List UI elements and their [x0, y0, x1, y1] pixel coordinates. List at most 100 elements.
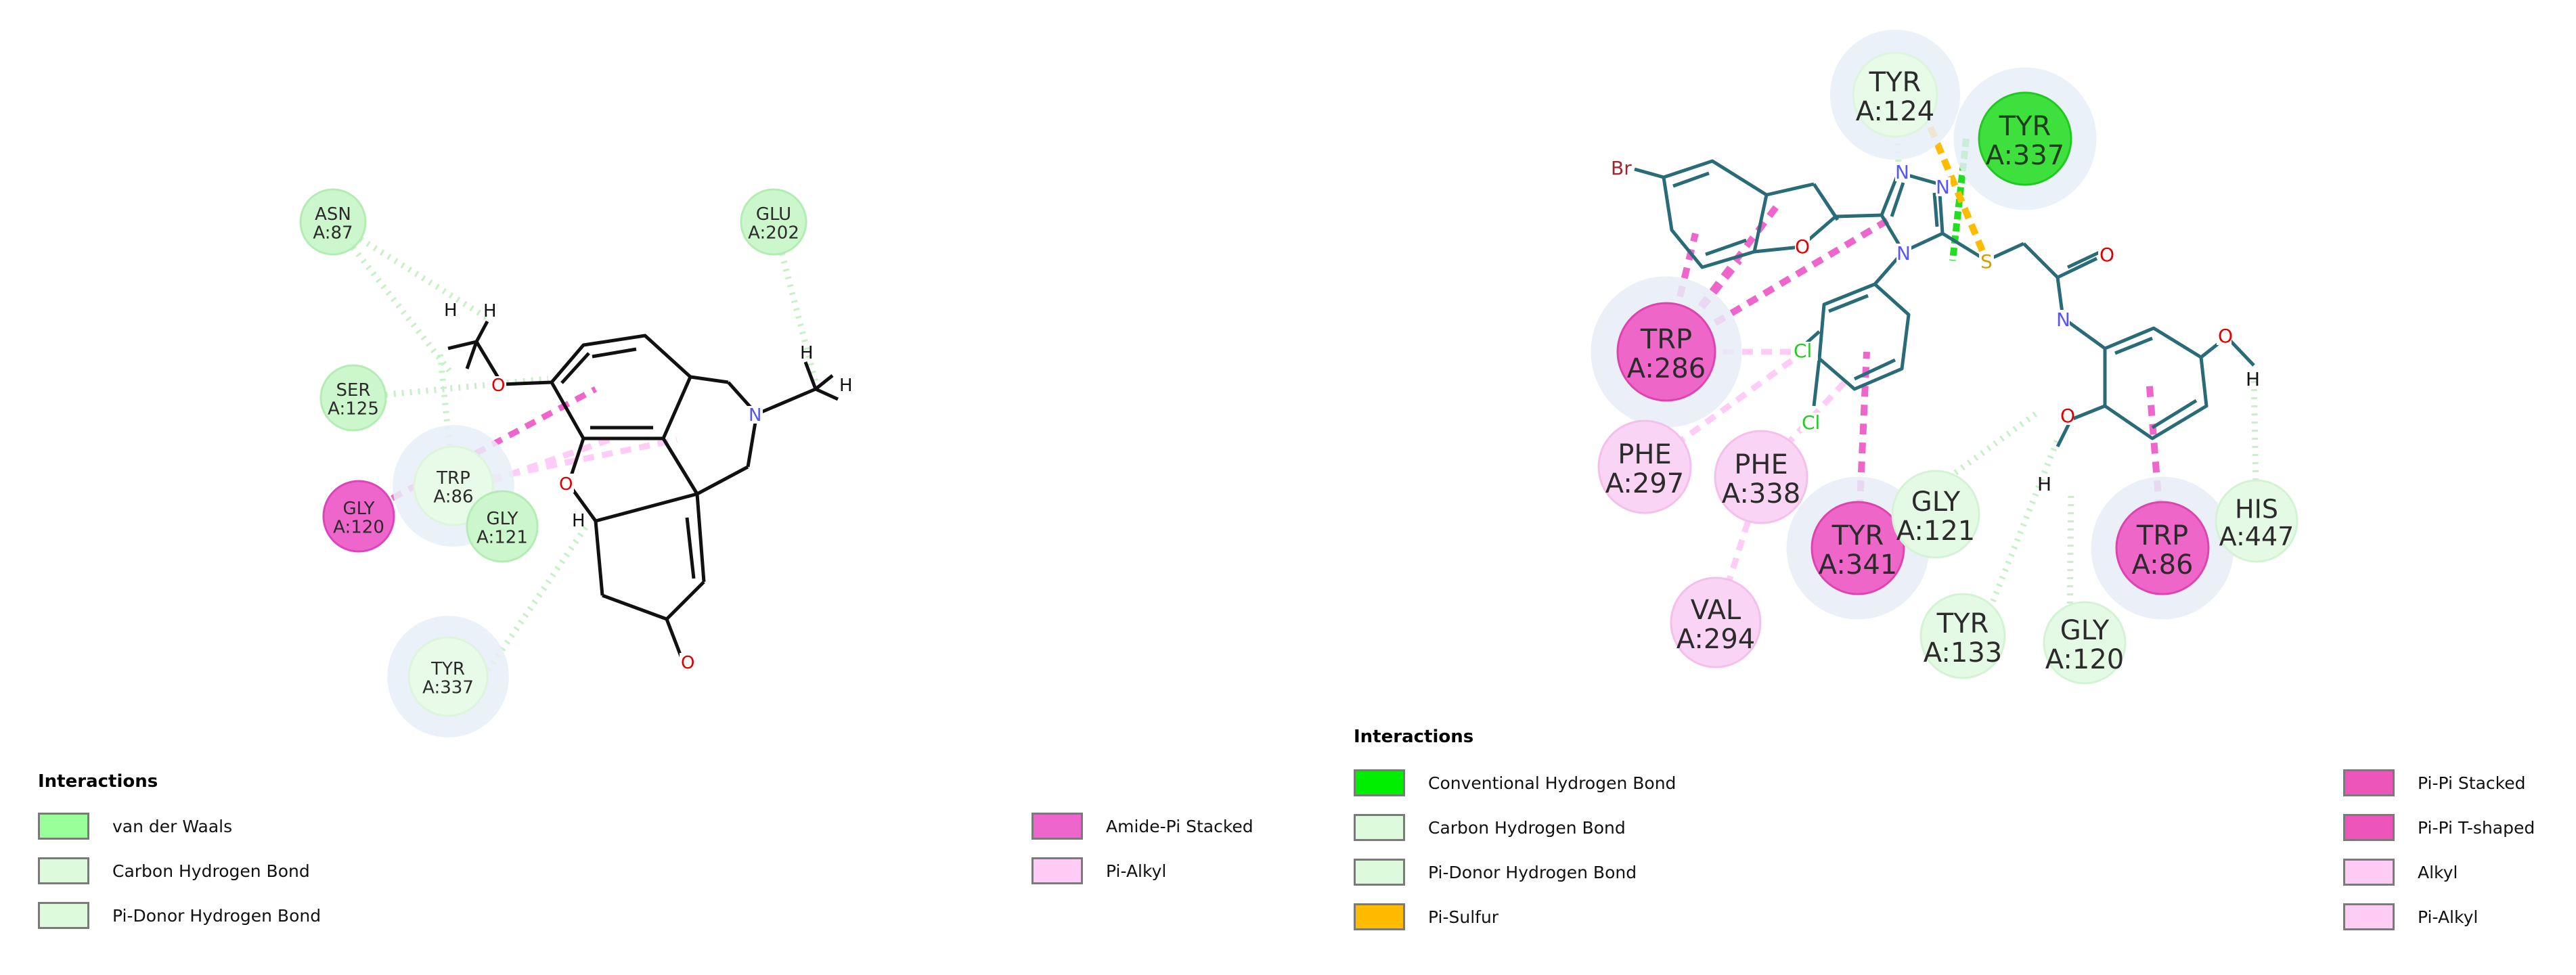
residue-name: TYR [1869, 67, 1922, 98]
residue-name: GLY [342, 499, 374, 519]
residue-disc [1616, 302, 1716, 402]
residue-number: A:337 [1986, 140, 2064, 171]
residue-disc [1597, 420, 1692, 514]
legend-swatch [38, 902, 89, 929]
legend-label: Pi-Alkyl [1106, 861, 1167, 881]
chlorine-atom-label: Cl [1802, 411, 1820, 434]
bromine-atom-label: Br [1611, 157, 1632, 179]
residue-disc [1852, 51, 1938, 138]
residue-number: A:125 [328, 399, 379, 420]
hydrogen-atom-label: H [839, 376, 853, 396]
right-atom-labels: Br O N N N S O N O O Cl Cl H H [1611, 157, 2260, 495]
residue-number: A:120 [333, 518, 384, 538]
residue-disc [466, 490, 539, 563]
legend-swatch [2343, 859, 2395, 886]
residue-name: TYR [1999, 111, 2051, 142]
residue-number: A:447 [2219, 522, 2294, 551]
left-legend-title: Interactions [38, 771, 158, 792]
residue-number: A:294 [1676, 624, 1755, 655]
residue-number: A:124 [1856, 96, 1934, 127]
oxygen-atom-label: O [2100, 244, 2114, 266]
legend-item: Pi-Alkyl [2343, 901, 2478, 932]
residue-number: A:338 [1722, 478, 1800, 509]
residue-name: SER [336, 380, 371, 401]
sulfur-atom-label: S [1980, 250, 1993, 273]
legend-label: Pi-Sulfur [1428, 907, 1499, 927]
nitrogen-atom-label: N [1896, 242, 1911, 265]
legend-label: Amide-Pi Stacked [1106, 816, 1253, 836]
legend-item: Amide-Pi Stacked [1031, 811, 1253, 842]
legend-item: Pi-Donor Hydrogen Bond [1354, 857, 1637, 888]
residue-disc [1811, 501, 1905, 595]
legend-item: Alkyl [2343, 857, 2458, 888]
residue-number: A:86 [2131, 549, 2193, 581]
residue-name: ASN [315, 204, 351, 225]
residue-disc [2043, 601, 2127, 685]
legend-swatch [2343, 814, 2395, 841]
nitrogen-atom-label: N [749, 405, 761, 426]
nitrogen-atom-label: N [1936, 176, 1950, 198]
residue-number: A:87 [313, 223, 353, 244]
residue-name: PHE [1618, 439, 1671, 470]
hydrogen-atom-label: H [800, 343, 814, 363]
legend-label: van der Waals [112, 816, 233, 836]
residue-number: A:337 [422, 678, 474, 698]
oxygen-atom-label: O [2218, 325, 2233, 347]
residue-disc [299, 188, 367, 256]
residue-name: TYR [1831, 520, 1884, 551]
nitrogen-atom-label: N [2056, 309, 2070, 331]
residue-name: HIS [2235, 494, 2278, 524]
residue-disc [1919, 593, 2006, 679]
residue-disc [1670, 576, 1762, 668]
legend-label: Pi-Alkyl [2418, 907, 2479, 927]
legend-item: Pi-Alkyl [1031, 855, 1166, 886]
residue-disc [407, 636, 489, 717]
legend-swatch [1354, 814, 1405, 841]
residue-number: A:121 [476, 528, 528, 548]
legend-swatch [38, 813, 89, 840]
legend-label: Alkyl [2418, 862, 2458, 882]
residue-disc [2115, 501, 2210, 595]
legend-label: Carbon Hydrogen Bond [1428, 817, 1626, 838]
residue-name: GLY [486, 509, 518, 529]
legend-swatch [1354, 859, 1405, 886]
left-atom-labels: O O O N H H H H H [444, 300, 853, 673]
legend-item: Pi-Pi Stacked [2343, 767, 2526, 798]
residue-number: A:133 [1924, 637, 2002, 668]
legend-swatch [1031, 813, 1083, 840]
residue-name: TRP [436, 468, 470, 489]
legend-label: Pi-Donor Hydrogen Bond [112, 905, 321, 926]
nitrogen-atom-label: N [1895, 161, 1909, 183]
hydrogen-atom-label: H [483, 301, 497, 321]
legend-item: Carbon Hydrogen Bond [38, 855, 310, 886]
residue-disc [1978, 91, 2072, 186]
legend-label: Pi-Pi T-shaped [2418, 817, 2535, 838]
residue-disc [1714, 430, 1808, 524]
residue-number: A:86 [433, 487, 473, 507]
residue-disc [319, 364, 387, 432]
legend-swatch [2343, 903, 2395, 930]
residue-number: A:341 [1819, 549, 1897, 581]
oxygen-atom-label: O [491, 376, 505, 396]
residue-name: GLU [756, 204, 791, 225]
oxygen-atom-label: O [559, 474, 573, 495]
residue-disc [2215, 479, 2299, 563]
residue-disc [322, 480, 395, 553]
residue-name: TRP [1640, 324, 1692, 355]
legend-label: Pi-Donor Hydrogen Bond [1428, 862, 1637, 882]
left-residue-nodes: ASNA:87GLUA:202SERA:125GLYA:120TRPA:86GL… [299, 188, 807, 738]
residue-name: TYR [1936, 608, 1989, 639]
hydrogen-atom-label: H [444, 300, 458, 321]
residue-name: TRP [2136, 520, 2188, 551]
